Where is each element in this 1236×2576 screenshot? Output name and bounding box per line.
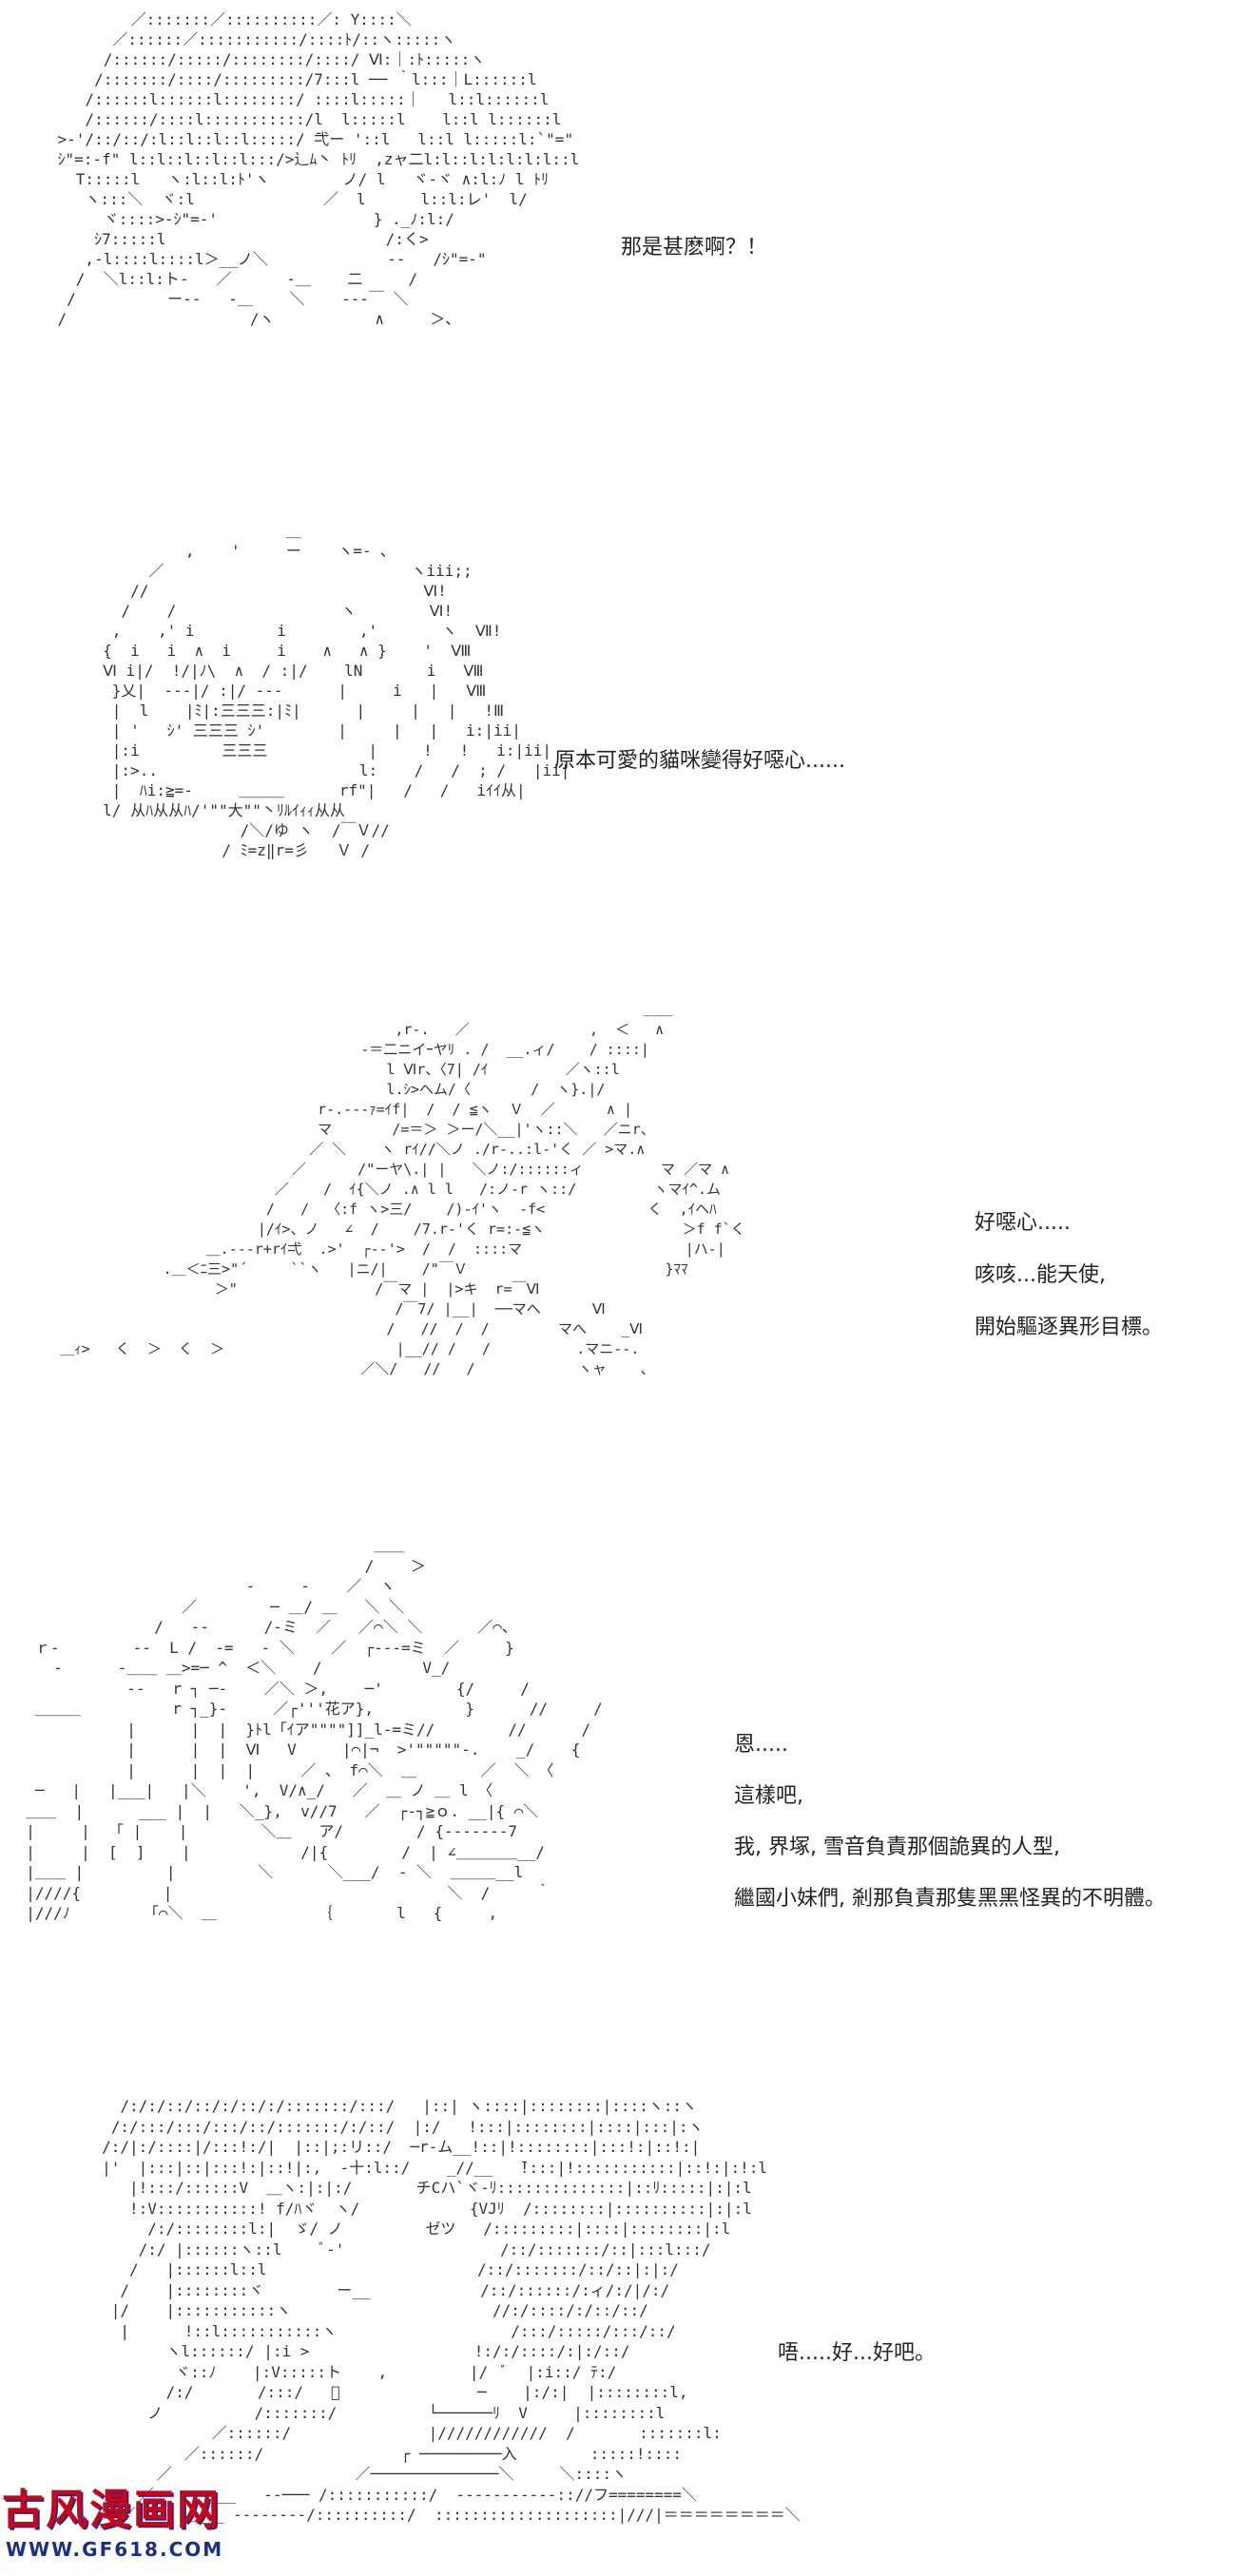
- panel-2-dialogue: 原本可愛的貓咪變得好噁心......: [554, 751, 845, 772]
- dialogue-line: 繼國小妹們, 剎那負責那隻黑黑怪異的不明體。: [734, 1887, 1166, 1911]
- watermark-logo: 古风漫画网 WWW.GF618.COM: [2, 2486, 222, 2571]
- panel-3-dialogue: 好噁心..... 咳咳...能天使, 開始驅逐異形目標。: [975, 1213, 1163, 1370]
- panel-3: ＿＿ ,r‐. ／ , ＜ ∧ ‐＝二ニイｰヤﾘ . / __.ィ/ / :::…: [0, 1000, 1236, 1513]
- dialogue-line: 我, 界塚, 雪音負責那個詭異的人型,: [734, 1836, 1060, 1859]
- dialogue-line: 開始驅逐異形目標。: [975, 1316, 1164, 1339]
- panel-1: ／:::::::／::::::::::／: Y::::＼ ／::::::／:::…: [0, 10, 1236, 485]
- panel-5-ascii-art: /:/:/::/::/:/::/:/:::::::/:::/ |::| ヽ:::…: [102, 2097, 801, 2524]
- dialogue-line: 好噁心.....: [975, 1211, 1071, 1235]
- panel-5: /:/:/::/::/:/::/:/:::::::/:::/ |::| ヽ:::…: [0, 2096, 1236, 2571]
- panel-4-dialogue: 恩..... 這樣吧, 我, 界塚, 雪音負責那個詭異的人型, 繼國小妹們, 剎…: [734, 1735, 1166, 1940]
- dialogue-line: 咳咳...能天使,: [975, 1263, 1106, 1287]
- dialogue-line: 這樣吧,: [734, 1784, 803, 1808]
- dialogue-line: 恩.....: [734, 1733, 788, 1757]
- dialogue-line: 唔.....好...好吧。: [778, 2341, 936, 2365]
- panel-3-ascii-art: ＿＿ ,r‐. ／ , ＜ ∧ ‐＝二ニイｰヤﾘ . / __.ィ/ / :::…: [60, 1001, 745, 1377]
- watermark-title: 古风漫画网: [2, 2486, 221, 2534]
- panel-4: ＿＿ / ＞ ‐ ‐ ／ ヽ ／ ─ ＿/ ＿ ＼ ＼ / ‐‐ /‐ミ ／ ／…: [0, 1535, 1236, 2086]
- panel-1-dialogue: 那是甚麽啊？！: [621, 238, 767, 259]
- panel-1-ascii-art: ／:::::::／::::::::::／: Y::::＼ ／::::::／:::…: [57, 10, 580, 328]
- panel-4-ascii-art: ＿＿ / ＞ ‐ ‐ ／ ヽ ／ ─ ＿/ ＿ ＼ ＼ / ‐‐ /‐ミ ／ ／…: [26, 1536, 603, 1922]
- panel-5-dialogue: 唔.....好...好吧。: [778, 2343, 936, 2364]
- panel-2-ascii-art: ＿ , ' ー ヽ=‐ ､ ／ ヽiii;; // Ⅵ! / / ヽ Ⅵ! , …: [103, 522, 570, 859]
- dialogue-line: 那是甚麽啊？！: [621, 236, 768, 260]
- watermark-url: WWW.GF618.COM: [6, 2538, 224, 2561]
- dialogue-line: 原本可愛的貓咪變得好噁心......: [554, 749, 845, 773]
- panel-2: ＿ , ' ー ヽ=‐ ､ ／ ヽiii;; // Ⅵ! / / ヽ Ⅵ! , …: [0, 521, 1236, 977]
